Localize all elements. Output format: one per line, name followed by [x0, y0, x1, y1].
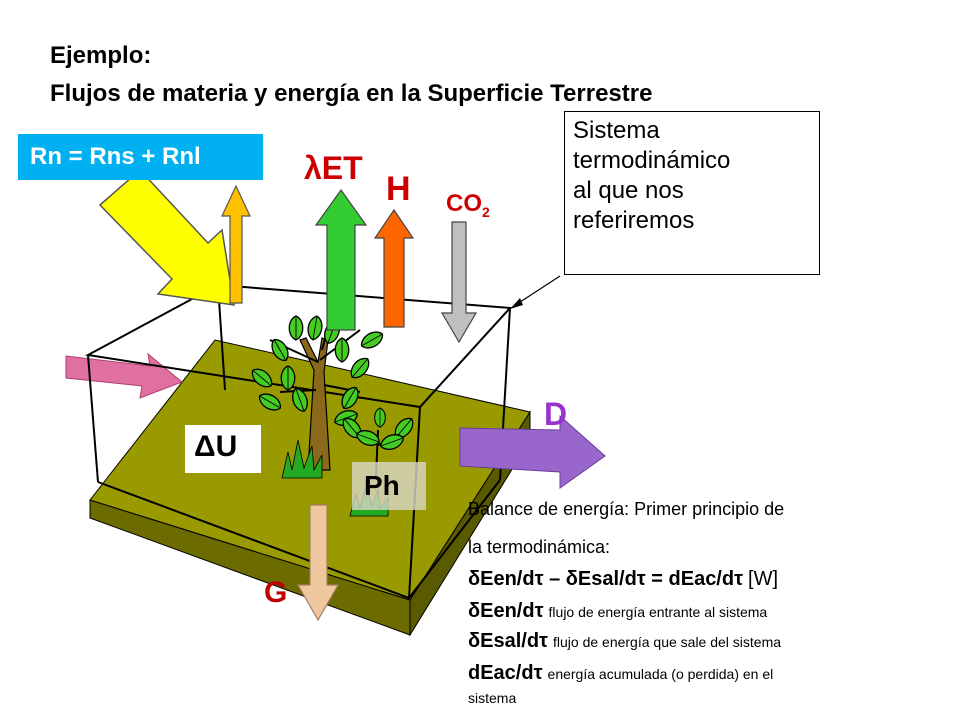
callout-line-4: referiremos: [573, 207, 695, 234]
photosynthesis-label: Ph: [364, 470, 400, 501]
balance-heading-1: Balance de energía: Primer principio de: [468, 499, 785, 519]
ground-flux-arrow: [296, 504, 340, 622]
co2-label-base: CO: [446, 190, 482, 217]
sensible-heat-label: H: [386, 170, 411, 208]
drainage-arrow: [459, 414, 606, 489]
drainage-label: D: [544, 396, 568, 432]
definition-in: δEen/dτ flujo de energía entrante al sis…: [468, 598, 767, 625]
radiation-out-arrow: [221, 184, 251, 304]
definition-acc: dEac/dτ energía acumulada (o perdida) en…: [468, 660, 773, 687]
definition-acc-text: energía acumulada (o perdida) en el: [547, 666, 774, 682]
system-callout-box: Sistema termodinámico al que nos referir…: [564, 111, 820, 275]
co2-flux-arrow: [440, 221, 478, 344]
ground-flux-label: G: [264, 576, 288, 609]
net-radiation-label: Rn = Rns + Rnl: [18, 134, 263, 180]
definition-acc-term: dEac/dτ: [468, 662, 543, 684]
title-line-2: Flujos de materia y energía en la Superf…: [50, 80, 653, 107]
title-line-1: Ejemplo:: [50, 42, 152, 69]
radiation-in-arrow: [98, 168, 235, 306]
photosynthesis-label-bg: [352, 462, 426, 510]
latent-heat-label: λET: [304, 150, 363, 186]
balance-unit: [W]: [748, 568, 779, 590]
balance-equation: δEen/dτ – δEsal/dτ = dEac/dτ: [468, 568, 744, 590]
sensible-heat-arrow: [373, 208, 415, 328]
definition-in-text: flujo de energía entrante al sistema: [548, 604, 768, 620]
tree-illustration: [247, 314, 387, 471]
callout-line-2: termodinámico: [573, 147, 731, 174]
co2-label: CO2: [446, 190, 490, 220]
co2-label-subscript: 2: [482, 203, 490, 220]
storage-label-bg: [185, 425, 261, 473]
definition-acc-continued: sistema: [468, 690, 517, 706]
definition-out-text: flujo de energía que sale del sistema: [553, 634, 782, 650]
storage-label: ΔU: [194, 430, 238, 463]
callout-line-1: Sistema: [573, 117, 660, 144]
definition-in-term: δEen/dτ: [468, 600, 544, 622]
balance-heading-2: la termodinámica:: [468, 537, 611, 557]
callout-pointer: [510, 275, 561, 309]
callout-line-3: al que nos: [573, 177, 684, 204]
definition-out-term: δEsal/dτ: [468, 630, 548, 652]
balance-equation-row: δEen/dτ – δEsal/dτ = dEac/dτ [W]: [468, 566, 778, 592]
latent-heat-arrow: [314, 188, 368, 331]
definition-out: δEsal/dτ flujo de energía que sale del s…: [468, 628, 781, 655]
